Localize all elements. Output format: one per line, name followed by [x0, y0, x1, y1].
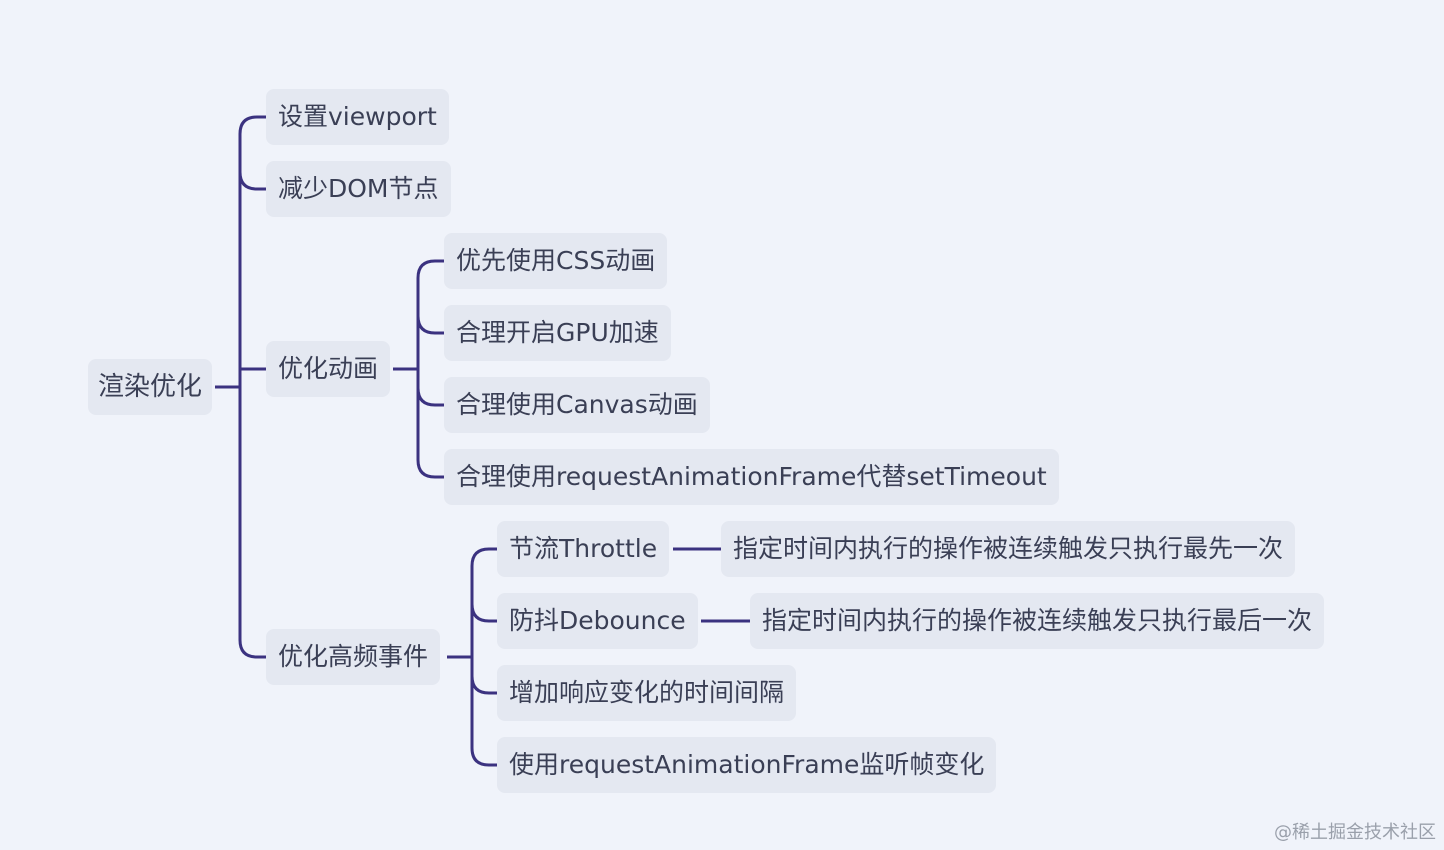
node-raf-instead-settimeout[interactable]: 合理使用requestAnimationFrame代替setTimeout [444, 449, 1059, 505]
node-debounce[interactable]: 防抖Debounce [497, 593, 698, 649]
edge-events-children [447, 547, 497, 767]
watermark: @稀土掘金技术社区 [1274, 822, 1436, 843]
branch-reduce-dom[interactable]: 减少DOM节点 [266, 161, 451, 217]
root-node[interactable]: 渲染优化 [88, 359, 213, 415]
node-throttle-detail[interactable]: 指定时间内执行的操作被连续触发只执行最先一次 [721, 521, 1296, 577]
branch-optimize-animation[interactable]: 优化动画 [266, 341, 391, 397]
branch-viewport[interactable]: 设置viewport [266, 89, 449, 145]
branch-high-frequency-events[interactable]: 优化高频事件 [266, 629, 441, 685]
edge-details [673, 547, 750, 623]
node-debounce-detail[interactable]: 指定时间内执行的操作被连续触发只执行最后一次 [750, 593, 1325, 649]
node-css-animation[interactable]: 优先使用CSS动画 [444, 233, 668, 289]
node-canvas-animation[interactable]: 合理使用Canvas动画 [444, 377, 710, 433]
edge-root-to-branches [215, 115, 266, 659]
node-increase-interval[interactable]: 增加响应变化的时间间隔 [497, 665, 797, 721]
node-raf-frame-listen[interactable]: 使用requestAnimationFrame监听帧变化 [497, 737, 997, 793]
edge-animation-children [393, 259, 444, 479]
node-gpu-acceleration[interactable]: 合理开启GPU加速 [444, 305, 671, 361]
node-throttle[interactable]: 节流Throttle [497, 521, 670, 577]
